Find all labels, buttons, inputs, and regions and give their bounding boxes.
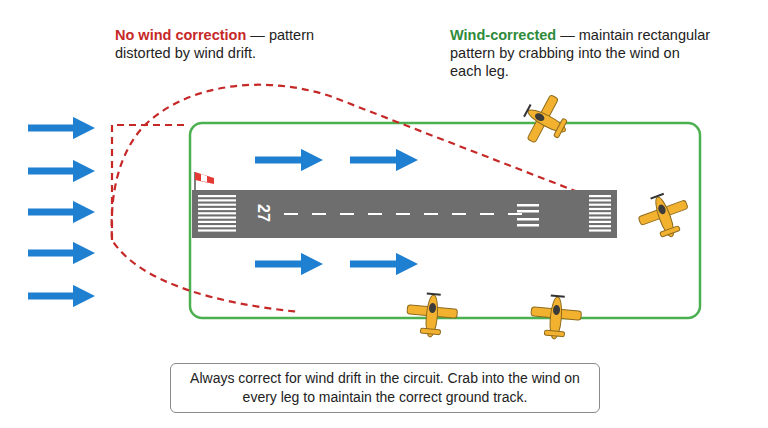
- note-text: Always correct for wind drift in the cir…: [181, 369, 589, 407]
- runway: 27: [192, 190, 617, 238]
- corrected-pattern: [190, 123, 700, 318]
- header-note: Wind-corrected — maintain rectangular pa…: [450, 26, 712, 80]
- runway-number: 27: [254, 204, 272, 222]
- legend-heading: Wind-corrected: [450, 27, 556, 43]
- windsock: [195, 172, 214, 192]
- header-note: No wind correction — pattern distorted b…: [115, 26, 365, 62]
- note-box: Always correct for wind drift in the cir…: [170, 363, 600, 413]
- legend-heading: No wind correction: [115, 27, 246, 43]
